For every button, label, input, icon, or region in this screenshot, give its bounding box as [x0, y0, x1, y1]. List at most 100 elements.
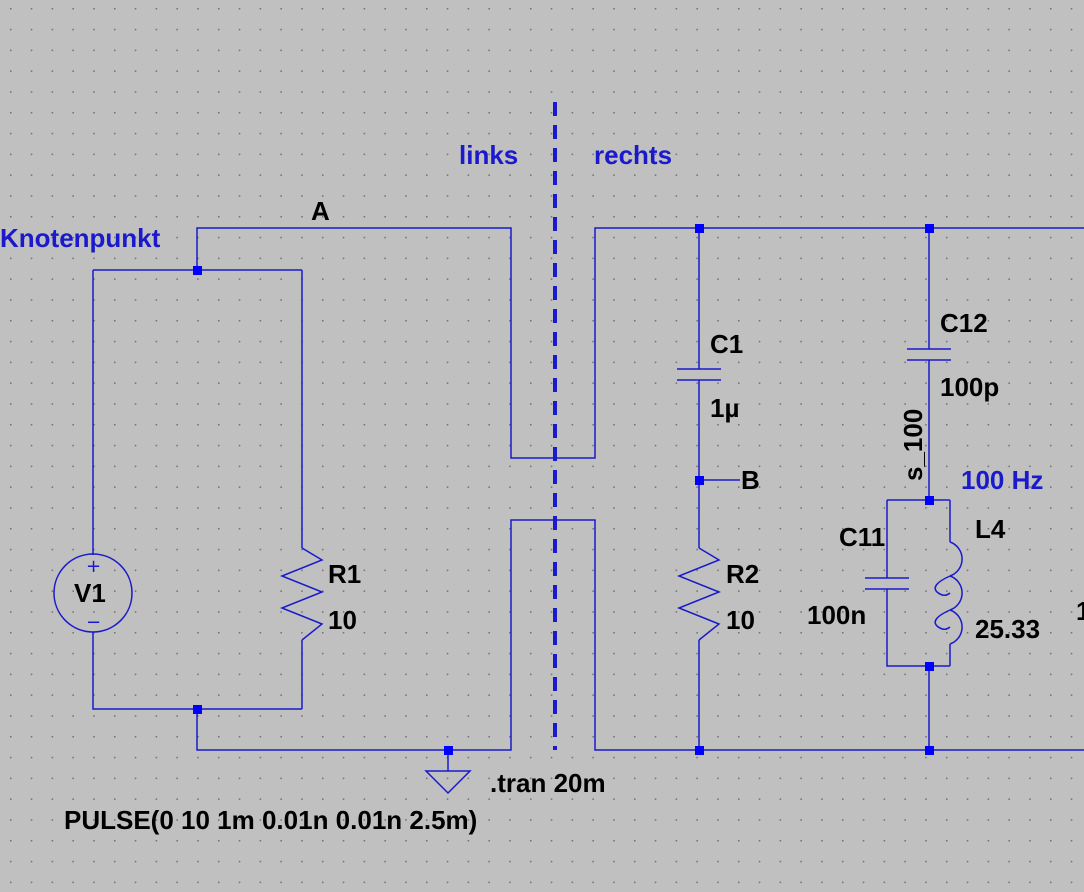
- grid-dot: [134, 49, 137, 52]
- grid-dot: [30, 257, 33, 260]
- grid-dot: [842, 361, 844, 364]
- grid-dot: [342, 548, 345, 551]
- r2-name[interactable]: R2: [726, 559, 759, 589]
- label-links[interactable]: links: [459, 140, 518, 170]
- grid-dot: [93, 340, 95, 343]
- grid-dot: [1029, 819, 1031, 821]
- grid-dot: [426, 777, 428, 780]
- c12-name[interactable]: C12: [940, 308, 988, 338]
- grid-dot: [259, 465, 262, 468]
- grid-dot: [842, 673, 844, 676]
- grid-dot: [1008, 465, 1010, 468]
- c11-value[interactable]: 100n: [807, 600, 866, 630]
- v1-pulse-value[interactable]: PULSE(0 10 1m 0.01n 0.01n 2.5m): [64, 805, 477, 835]
- grid-dot: [30, 174, 33, 176]
- grid-dot: [530, 736, 532, 738]
- r1-name[interactable]: R1: [328, 559, 361, 589]
- grid-dot: [405, 756, 407, 759]
- capacitor-c12[interactable]: [907, 348, 951, 361]
- inductor-l4[interactable]: [934, 541, 963, 645]
- grid-dot: [280, 548, 282, 551]
- r1-value[interactable]: 10: [328, 605, 357, 635]
- grid-dot: [218, 340, 220, 343]
- grid-dot: [93, 195, 95, 197]
- grid-dot: [800, 340, 802, 343]
- grid-dot: [758, 548, 761, 551]
- grid-dot: [197, 257, 199, 260]
- grid-dot: [176, 694, 178, 696]
- l4-value[interactable]: 25.33: [975, 614, 1040, 644]
- grid-dot: [509, 236, 511, 239]
- label-100hz[interactable]: 100 Hz: [961, 465, 1043, 495]
- grid-dot: [613, 840, 615, 842]
- grid-dot: [280, 673, 282, 676]
- grid-dot: [925, 403, 927, 405]
- grid-dot: [467, 28, 470, 31]
- grid-dot: [488, 403, 490, 405]
- grid-dot: [738, 715, 740, 717]
- grid-dot: [155, 528, 158, 530]
- grid-dot: [571, 819, 574, 821]
- grid-dot: [30, 70, 33, 72]
- grid-dot: [51, 195, 54, 197]
- l4-name[interactable]: L4: [975, 514, 1006, 544]
- c1-value[interactable]: 1µ: [710, 393, 739, 423]
- c11-name[interactable]: C11: [839, 522, 885, 552]
- grid-dot: [634, 278, 636, 280]
- grid-dot: [779, 299, 782, 301]
- capacitor-c1[interactable]: [677, 368, 721, 381]
- grid-dot: [426, 569, 428, 572]
- grid-dot: [446, 49, 449, 52]
- grid-dot: [363, 278, 366, 280]
- c1-name[interactable]: C1: [710, 329, 743, 359]
- grid-dot: [134, 174, 137, 176]
- grid-dot: [363, 652, 366, 655]
- grid-dot: [509, 49, 511, 52]
- grid-dot: [322, 236, 324, 239]
- grid-dot: [51, 174, 54, 176]
- c12-value[interactable]: 100p: [940, 372, 999, 402]
- grid-dot: [925, 91, 927, 93]
- grid-dot: [966, 860, 969, 863]
- grid-dot: [987, 28, 990, 31]
- grid-dot: [176, 132, 178, 135]
- grid-dot: [613, 881, 615, 884]
- grid-dot: [509, 528, 511, 530]
- grid-dot: [446, 153, 449, 156]
- resistor-r1[interactable]: [279, 547, 325, 641]
- wire-c11-bottom: [886, 589, 950, 667]
- grid-dot: [654, 361, 657, 364]
- grid-dot: [259, 403, 262, 405]
- net-label-s100[interactable]: s_100: [898, 409, 928, 481]
- grid-dot: [800, 28, 802, 31]
- v1-plus-sign: +: [86, 556, 101, 577]
- grid-dot: [613, 8, 615, 10]
- grid-dot: [862, 8, 865, 10]
- grid-dot: [384, 403, 386, 405]
- grid-dot: [30, 798, 33, 800]
- ground-symbol[interactable]: [424, 770, 472, 795]
- grid-dot: [634, 112, 636, 114]
- net-label-knotenpunkt[interactable]: Knotenpunkt: [0, 223, 161, 253]
- voltage-source-v1[interactable]: + − V1: [53, 553, 133, 633]
- tran-directive[interactable]: .tran 20m: [490, 768, 606, 798]
- net-label-b[interactable]: B: [741, 465, 760, 495]
- grid-dot: [738, 756, 740, 759]
- capacitor-c11[interactable]: [865, 577, 909, 590]
- r2-value[interactable]: 10: [726, 605, 755, 635]
- grid-dot: [488, 444, 490, 447]
- grid-dot: [530, 590, 532, 592]
- grid-dot: [509, 153, 511, 156]
- grid-dot: [446, 694, 449, 696]
- grid-dot: [30, 881, 33, 884]
- grid-dot: [426, 340, 428, 343]
- label-rechts[interactable]: rechts: [594, 140, 672, 170]
- grid-dot: [925, 881, 927, 884]
- net-label-a[interactable]: A: [311, 196, 330, 226]
- grid-dot: [30, 195, 33, 197]
- grid-dot: [488, 299, 490, 301]
- resistor-r2[interactable]: [676, 547, 722, 641]
- grid-dot: [675, 569, 678, 572]
- grid-dot: [280, 28, 282, 31]
- grid-dot: [197, 424, 199, 426]
